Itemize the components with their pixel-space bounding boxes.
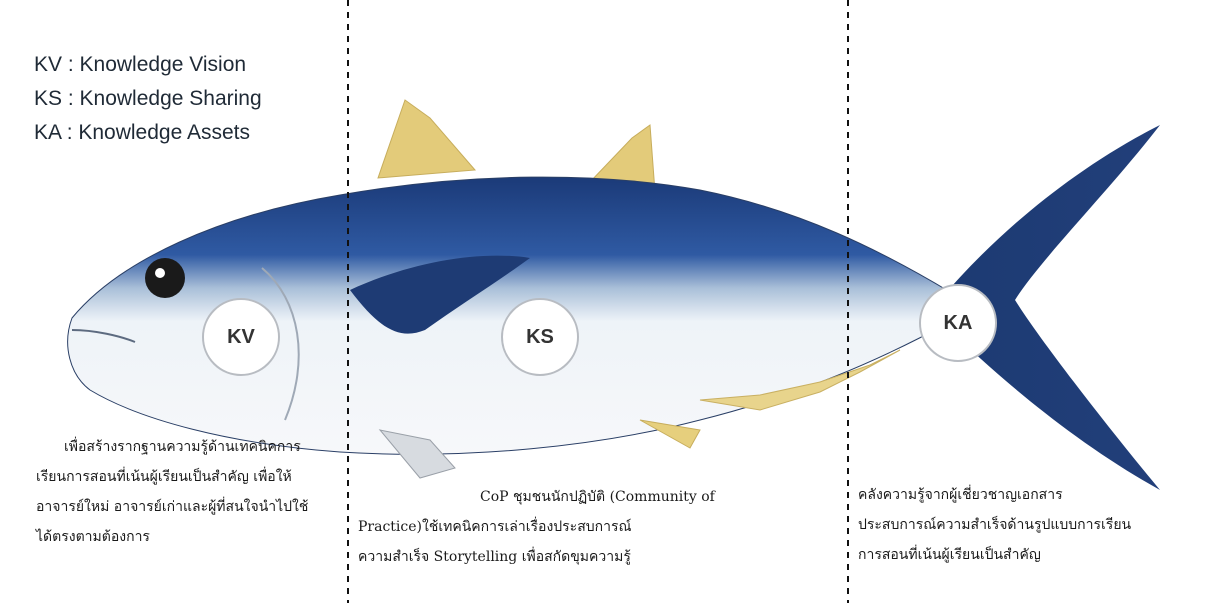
legend: KV : Knowledge Vision KS : Knowledge Sha… bbox=[34, 48, 262, 150]
legend-ks: KS : Knowledge Sharing bbox=[34, 82, 262, 116]
description-kv: เพื่อสร้างรากฐานความรู้ด้านเทคนิคการ เรี… bbox=[36, 432, 308, 552]
description-kv-line: อาจารย์ใหม่ อาจารย์เก่าและผู้ที่สนใจนำไป… bbox=[36, 492, 308, 522]
description-ka-line: การสอนที่เน้นผู้เรียนเป็นสำคัญ bbox=[858, 540, 1131, 570]
legend-ka: KA : Knowledge Assets bbox=[34, 116, 262, 150]
legend-kv: KV : Knowledge Vision bbox=[34, 48, 262, 82]
description-kv-line: เพื่อสร้างรากฐานความรู้ด้านเทคนิคการ bbox=[36, 432, 308, 462]
marker-kv: KV bbox=[202, 298, 280, 376]
description-kv-line: เรียนการสอนที่เน้นผู้เรียนเป็นสำคัญ เพื่… bbox=[36, 462, 308, 492]
description-ks-line: CoP ชุมชนนักปฏิบัติ (Community of bbox=[358, 482, 715, 512]
description-ks-line: Practice)ใช้เทคนิคการเล่าเรื่องประสบการณ… bbox=[358, 512, 715, 542]
description-ka-line: คลังความรู้จากผู้เชี่ยวชาญเอกสาร bbox=[858, 480, 1131, 510]
description-ka: คลังความรู้จากผู้เชี่ยวชาญเอกสาร ประสบกา… bbox=[858, 480, 1131, 570]
description-kv-line: ได้ตรงตามต้องการ bbox=[36, 522, 308, 552]
dorsal-fin-front bbox=[378, 100, 475, 178]
marker-ka: KA bbox=[919, 284, 997, 362]
marker-ks: KS bbox=[501, 298, 579, 376]
description-ks-line: ความสำเร็จ Storytelling เพื่อสกัดขุมความ… bbox=[358, 542, 715, 572]
fish-eye bbox=[145, 258, 185, 298]
description-ka-line: ประสบการณ์ความสำเร็จด้านรูปแบบการเรียน bbox=[858, 510, 1131, 540]
description-ks: CoP ชุมชนนักปฏิบัติ (Community of Practi… bbox=[358, 482, 715, 572]
